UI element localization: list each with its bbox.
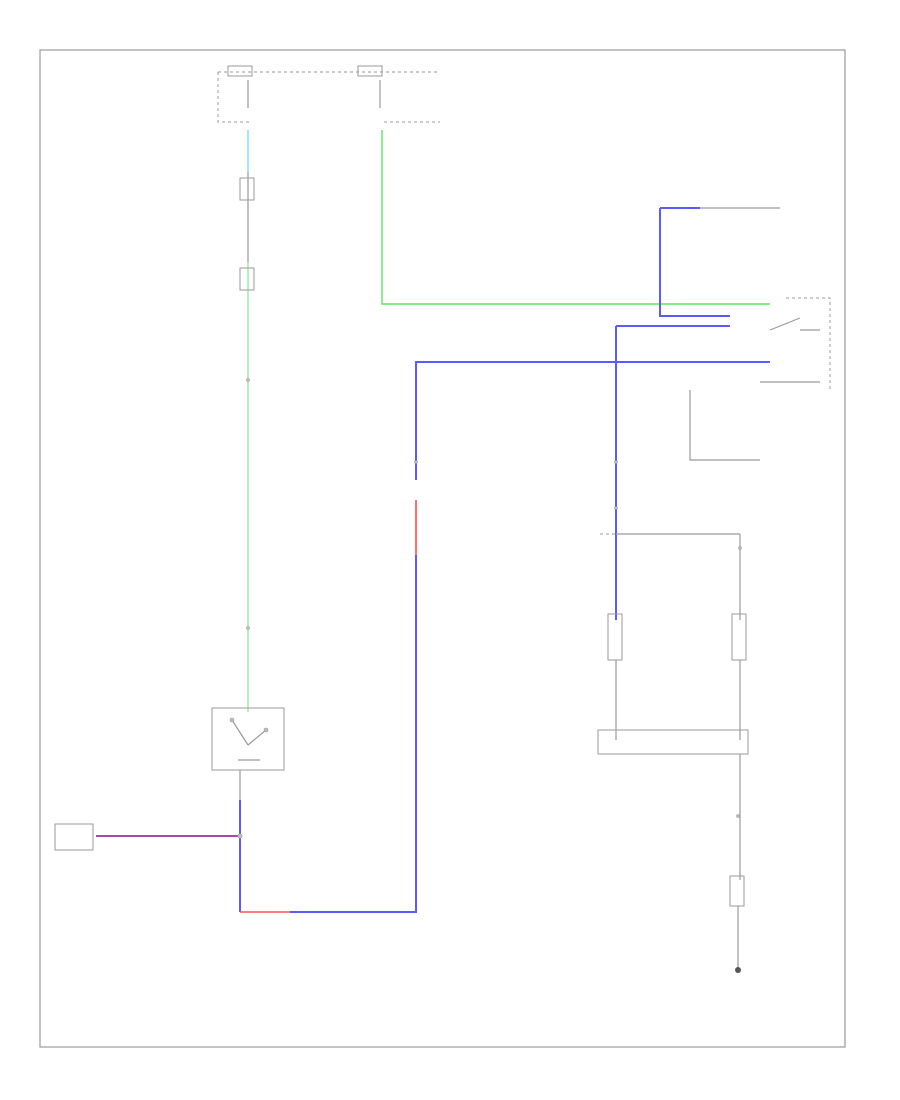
wire-green-main (381, 130, 770, 305)
conn-dot-1 (246, 378, 250, 382)
connector-left-1 (239, 177, 255, 201)
brake-switch-box (211, 707, 285, 771)
conn-dot-3 (414, 460, 418, 464)
switch-node-a (229, 717, 235, 723)
switch-node-b (263, 727, 269, 733)
diagram-frame (39, 49, 846, 1048)
wire-blue-top-loop (659, 208, 730, 317)
wire-blue-upper-loop (415, 361, 770, 480)
lamp-right-connector (731, 613, 747, 661)
fuse-box-dashed-top (217, 71, 440, 123)
lamp-left-connector (607, 613, 623, 661)
relay-contact (769, 317, 820, 331)
conn-dot-6 (738, 546, 742, 550)
wire-blue-lamp-feed (615, 325, 730, 620)
ecu-box-left (54, 823, 94, 851)
ground-point (735, 967, 741, 973)
relay-output-wire (689, 390, 760, 461)
connector-left-2 (239, 267, 255, 291)
conn-dot-4 (614, 460, 618, 464)
brake-switch-contacts (231, 719, 267, 761)
conn-dot-5 (614, 506, 618, 510)
conn-dot-7 (736, 814, 740, 818)
wire-bottom-blue (290, 555, 417, 913)
conn-dot-2 (246, 626, 250, 630)
fuse-block-right (357, 65, 383, 77)
relay-dashed-box (786, 297, 831, 390)
junction-purple (237, 833, 243, 839)
junction-connector-box (597, 729, 749, 755)
fuse-block-left (227, 65, 253, 77)
lower-component (729, 875, 745, 907)
